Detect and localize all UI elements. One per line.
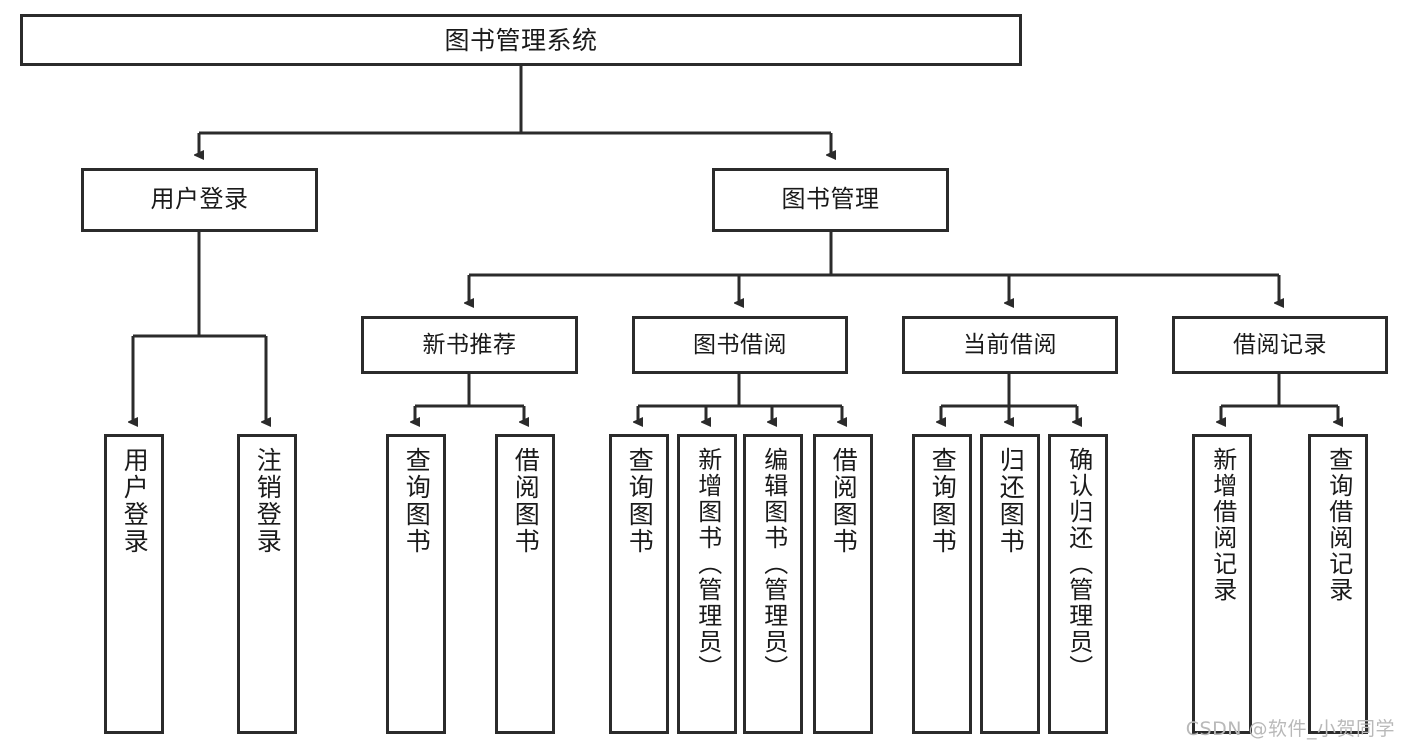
node-label: 图书管理 bbox=[781, 185, 880, 214]
node-root-system[interactable]: 图书管理系统 bbox=[20, 14, 1022, 66]
node-label: 注销登录 bbox=[253, 447, 283, 555]
leaf-borrow-add-book-admin[interactable]: 新增图书（管理员） bbox=[677, 434, 737, 734]
node-label: 查询图书 bbox=[928, 447, 958, 555]
node-label: 新书推荐 bbox=[422, 331, 517, 358]
node-user-login[interactable]: 用户登录 bbox=[81, 168, 318, 232]
leaf-current-query-book[interactable]: 查询图书 bbox=[912, 434, 972, 734]
node-label: 编辑图书（管理员） bbox=[759, 447, 788, 681]
leaf-borrow-query-book[interactable]: 查询图书 bbox=[609, 434, 669, 734]
node-label: 用户登录 bbox=[150, 185, 249, 214]
node-current-borrow[interactable]: 当前借阅 bbox=[902, 316, 1118, 374]
node-book-borrow[interactable]: 图书借阅 bbox=[632, 316, 848, 374]
node-label: 借阅图书 bbox=[511, 447, 541, 555]
leaf-record-add-borrow-record[interactable]: 新增借阅记录 bbox=[1192, 434, 1252, 734]
node-new-book-recommend[interactable]: 新书推荐 bbox=[361, 316, 578, 374]
node-label: 借阅记录 bbox=[1233, 331, 1327, 358]
node-label: 图书借阅 bbox=[693, 331, 787, 358]
node-label: 借阅图书 bbox=[829, 447, 859, 555]
node-label: 归还图书 bbox=[996, 447, 1026, 555]
node-label: 查询图书 bbox=[625, 447, 655, 555]
node-label: 查询借阅记录 bbox=[1324, 447, 1353, 603]
node-borrow-record[interactable]: 借阅记录 bbox=[1172, 316, 1388, 374]
node-label: 新增图书（管理员） bbox=[693, 447, 722, 681]
watermark: CSDN @软件_小贺同学 bbox=[1185, 718, 1395, 740]
leaf-borrow-edit-book-admin[interactable]: 编辑图书（管理员） bbox=[743, 434, 803, 734]
leaf-record-query-borrow-record[interactable]: 查询借阅记录 bbox=[1308, 434, 1368, 734]
node-label: 确认归还（管理员） bbox=[1064, 447, 1093, 681]
node-label: 图书管理系统 bbox=[444, 25, 598, 55]
leaf-current-return-book[interactable]: 归还图书 bbox=[980, 434, 1040, 734]
node-book-management[interactable]: 图书管理 bbox=[712, 168, 949, 232]
leaf-user-logout[interactable]: 注销登录 bbox=[237, 434, 297, 734]
leaf-recommend-query-book[interactable]: 查询图书 bbox=[386, 434, 446, 734]
node-label: 当前借阅 bbox=[963, 331, 1057, 358]
leaf-current-confirm-return-admin[interactable]: 确认归还（管理员） bbox=[1048, 434, 1108, 734]
leaf-recommend-borrow-book[interactable]: 借阅图书 bbox=[495, 434, 555, 734]
node-label: 新增借阅记录 bbox=[1208, 447, 1237, 603]
node-label: 用户登录 bbox=[120, 447, 150, 555]
leaf-borrow-borrow-book[interactable]: 借阅图书 bbox=[813, 434, 873, 734]
node-label: 查询图书 bbox=[402, 447, 432, 555]
leaf-user-login[interactable]: 用户登录 bbox=[104, 434, 164, 734]
